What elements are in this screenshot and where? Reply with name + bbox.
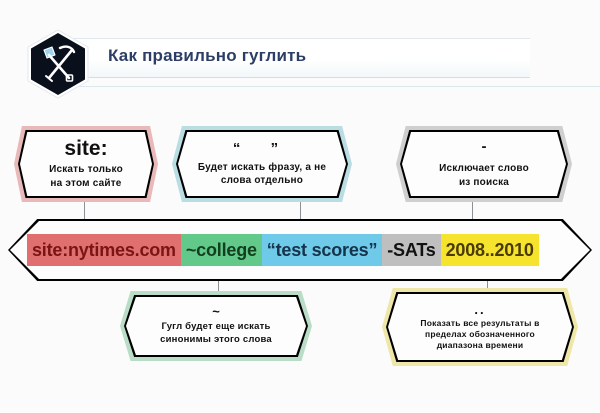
query-token-tilde[interactable]: ~college — [180, 234, 262, 266]
callout-site: site: Искать только на этом сайте — [14, 126, 158, 202]
callout-quotes: “ ” Будет искать фразу, а не слова отдел… — [172, 126, 352, 202]
callout-quotes-symbol: “ ” — [232, 139, 292, 157]
callout-site-face: site: Искать только на этом сайте — [20, 132, 152, 196]
connector-query-to-tilde — [218, 277, 219, 293]
connector-quotes-to-query — [300, 202, 301, 223]
callout-range-face: .. Показать все результаты в пределах об… — [388, 294, 572, 360]
connector-site-to-query — [84, 202, 85, 223]
callout-tilde: ~ Гугл будет еще искать синонимы этого с… — [120, 291, 312, 361]
query-token-minus[interactable]: -SATs — [382, 234, 441, 266]
shovel-pickaxe-hexagon-icon — [22, 28, 94, 100]
search-query-tokens: site:nytimes.com ~college “test scores” … — [27, 234, 539, 266]
callout-minus-symbol: - — [481, 138, 487, 156]
callout-range-symbol: .. — [474, 301, 486, 317]
page-title: Как правильно гуглить — [108, 46, 307, 65]
connector-query-to-range — [487, 277, 488, 290]
callout-tilde-description: Гугл будет еще искать синонимы этого сло… — [160, 321, 272, 345]
callout-range-description: Показать все результаты в пределах обозн… — [420, 317, 540, 351]
callout-quotes-face: “ ” Будет искать фразу, а не слова отдел… — [178, 132, 346, 196]
query-token-site[interactable]: site:nytimes.com — [27, 234, 181, 266]
query-token-range[interactable]: 2008..2010 — [440, 234, 539, 266]
callout-quotes-description: Будет искать фразу, а не слова отдельно — [197, 161, 327, 186]
header-divider-rule — [60, 86, 600, 87]
callout-site-symbol: site: — [64, 137, 108, 161]
callout-range: .. Показать все результаты в пределах об… — [382, 288, 578, 366]
header-banner-bar — [60, 38, 530, 78]
connector-minus-to-query — [472, 202, 473, 223]
callout-minus-face: - Исключает слово из поиска — [402, 132, 566, 196]
callout-tilde-symbol: ~ — [212, 304, 220, 320]
query-token-quotes[interactable]: “test scores” — [261, 234, 383, 266]
callout-minus-description: Исключает слово из поиска — [439, 163, 529, 188]
callout-tilde-face: ~ Гугл будет еще искать синонимы этого с… — [126, 297, 306, 355]
search-query-bar[interactable]: site:nytimes.com ~college “test scores” … — [8, 219, 592, 281]
callout-site-description: Искать только на этом сайте — [49, 164, 123, 189]
callout-minus: - Исключает слово из поиска — [396, 126, 572, 202]
header: Как правильно гуглить — [0, 0, 600, 110]
